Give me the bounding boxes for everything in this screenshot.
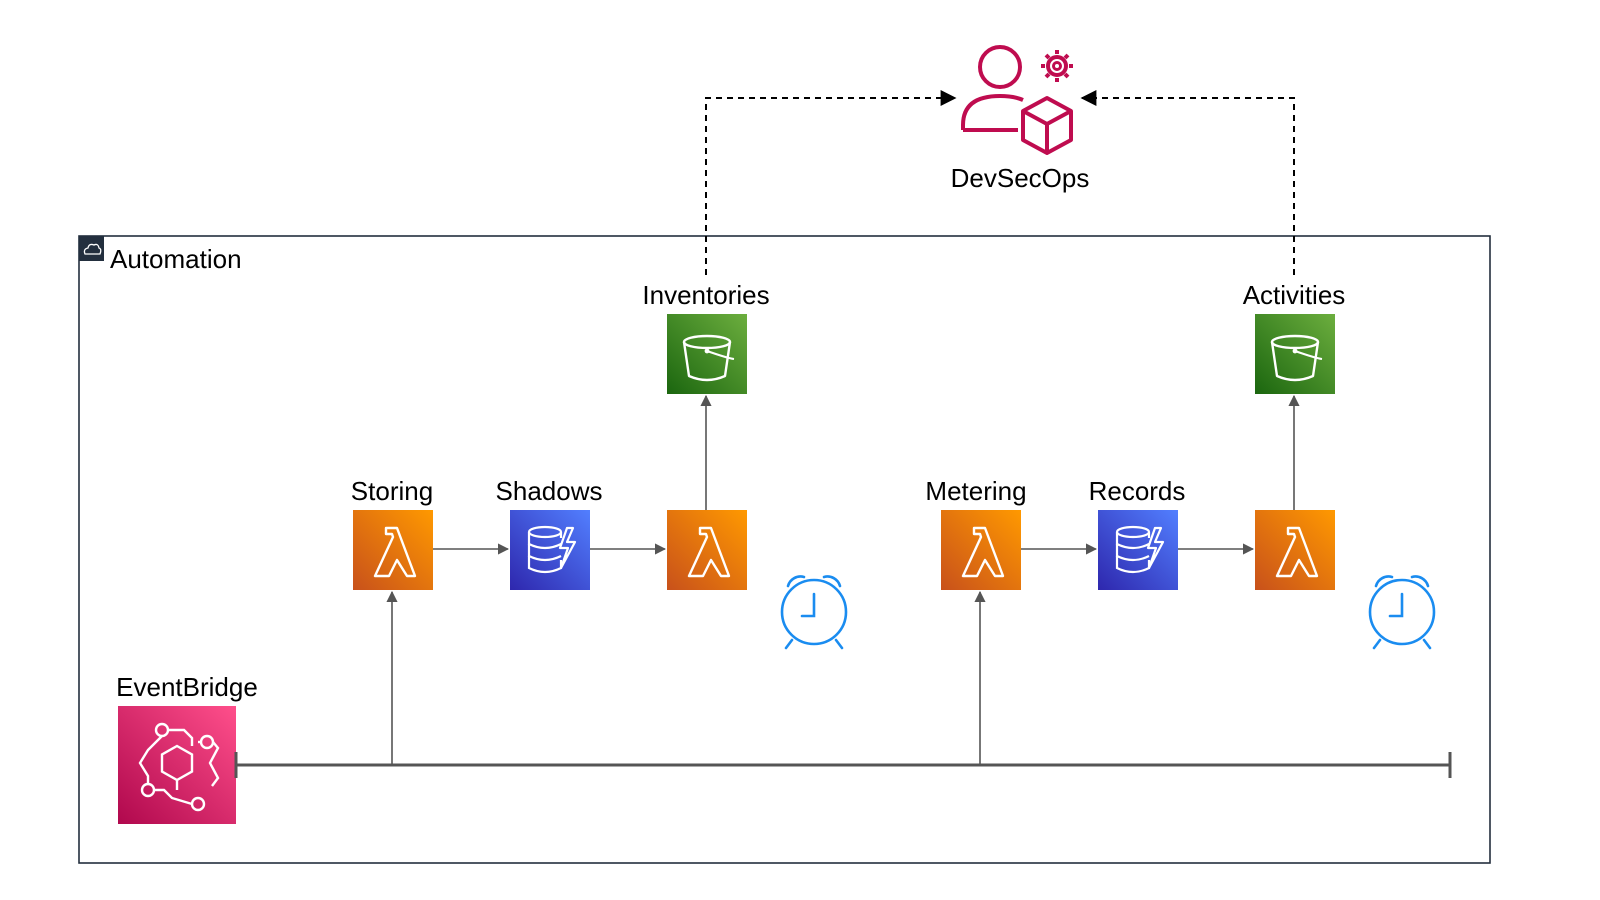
storing-label: Storing — [351, 476, 433, 506]
inventories-label: Inventories — [642, 280, 769, 310]
devsecops-label: DevSecOps — [951, 163, 1090, 193]
cloud-icon — [79, 236, 104, 261]
dynamodb-icon — [1096, 508, 1180, 592]
automation-group-label: Automation — [110, 244, 242, 274]
lambda-icon — [1253, 508, 1337, 592]
alarm-clock-icon — [780, 575, 848, 650]
lambda-icon — [351, 508, 435, 592]
dynamodb-icon — [508, 508, 592, 592]
user-gear-cube-icon — [961, 45, 1073, 155]
records-label: Records — [1089, 476, 1186, 506]
activities-to-devsecops-arrow — [1080, 90, 1295, 275]
alarm-clock-icon — [1368, 575, 1436, 650]
shadows-label: Shadows — [496, 476, 603, 506]
activities-label: Activities — [1243, 280, 1346, 310]
metering-label: Metering — [925, 476, 1026, 506]
eventbridge-label: EventBridge — [116, 672, 258, 702]
s3-bucket-icon — [1253, 312, 1337, 396]
lambda-icon — [665, 508, 749, 592]
automation-group — [78, 235, 1491, 864]
lambda-icon — [939, 508, 1023, 592]
s3-bucket-icon — [665, 312, 749, 396]
inventories-to-devsecops-arrow — [705, 90, 957, 275]
eventbridge-icon — [118, 706, 236, 824]
